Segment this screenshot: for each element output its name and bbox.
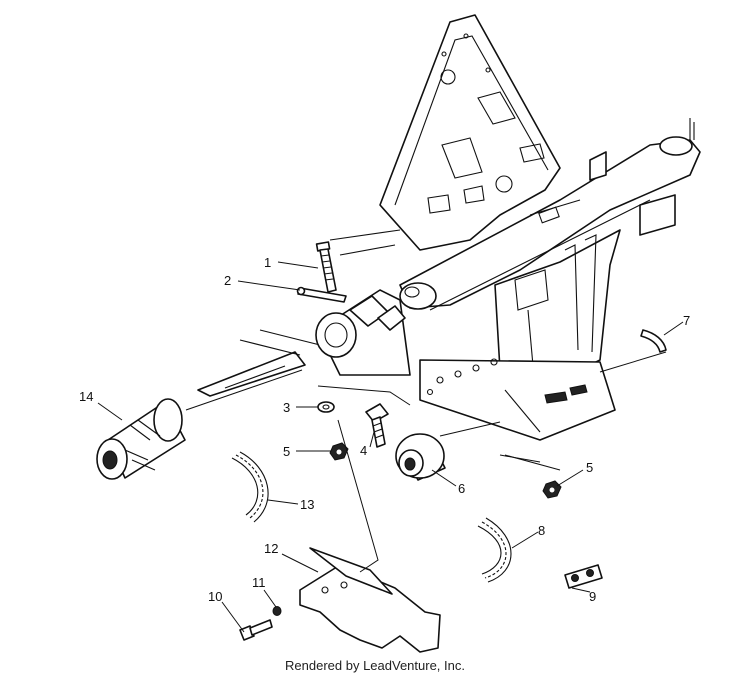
callout-12: 12 — [264, 541, 278, 556]
callout-3: 3 — [283, 400, 290, 415]
part-2-pin — [296, 286, 347, 303]
part-12-chain-guard — [299, 547, 441, 653]
callout-4: 4 — [360, 443, 367, 458]
callout-1: 1 — [264, 255, 271, 270]
part-13-chain — [231, 451, 269, 523]
callout-10: 10 — [208, 589, 222, 604]
callout-2: 2 — [224, 273, 231, 288]
part-1-bolt — [315, 241, 337, 293]
part-7-clip — [640, 329, 667, 353]
lower-frame-bracket — [419, 358, 616, 441]
frame-tower — [379, 14, 561, 251]
part-5-nut-left — [329, 442, 349, 461]
callout-7: 7 — [683, 313, 690, 328]
part-4-bolt — [365, 403, 389, 448]
pivot-housing — [315, 289, 411, 376]
callout-14: 14 — [79, 389, 93, 404]
footer-credit: Rendered by LeadVenture, Inc. — [285, 658, 465, 673]
part-9-master-link — [564, 564, 603, 589]
part-11-washer — [272, 606, 282, 616]
callout-9: 9 — [589, 589, 596, 604]
callout-labels: 1 2 3 4 5 5 6 7 8 9 10 11 12 13 14 — [79, 255, 690, 604]
callout-5-left: 5 — [283, 444, 290, 459]
callout-11: 11 — [252, 575, 266, 590]
leader-lines — [97, 261, 684, 633]
part-8-chain — [477, 517, 512, 583]
part-14-drive-roller — [96, 398, 186, 480]
part-3-washer — [317, 401, 335, 413]
main-frame-arm — [399, 118, 701, 311]
callout-8: 8 — [538, 523, 545, 538]
callout-6: 6 — [458, 481, 465, 496]
part-5-nut-right — [542, 480, 562, 499]
part-6-roller — [395, 433, 446, 481]
part-10-bolt — [239, 619, 273, 641]
left-frame-rails — [197, 229, 401, 397]
callout-5-right: 5 — [586, 460, 593, 475]
callout-13: 13 — [300, 497, 314, 512]
